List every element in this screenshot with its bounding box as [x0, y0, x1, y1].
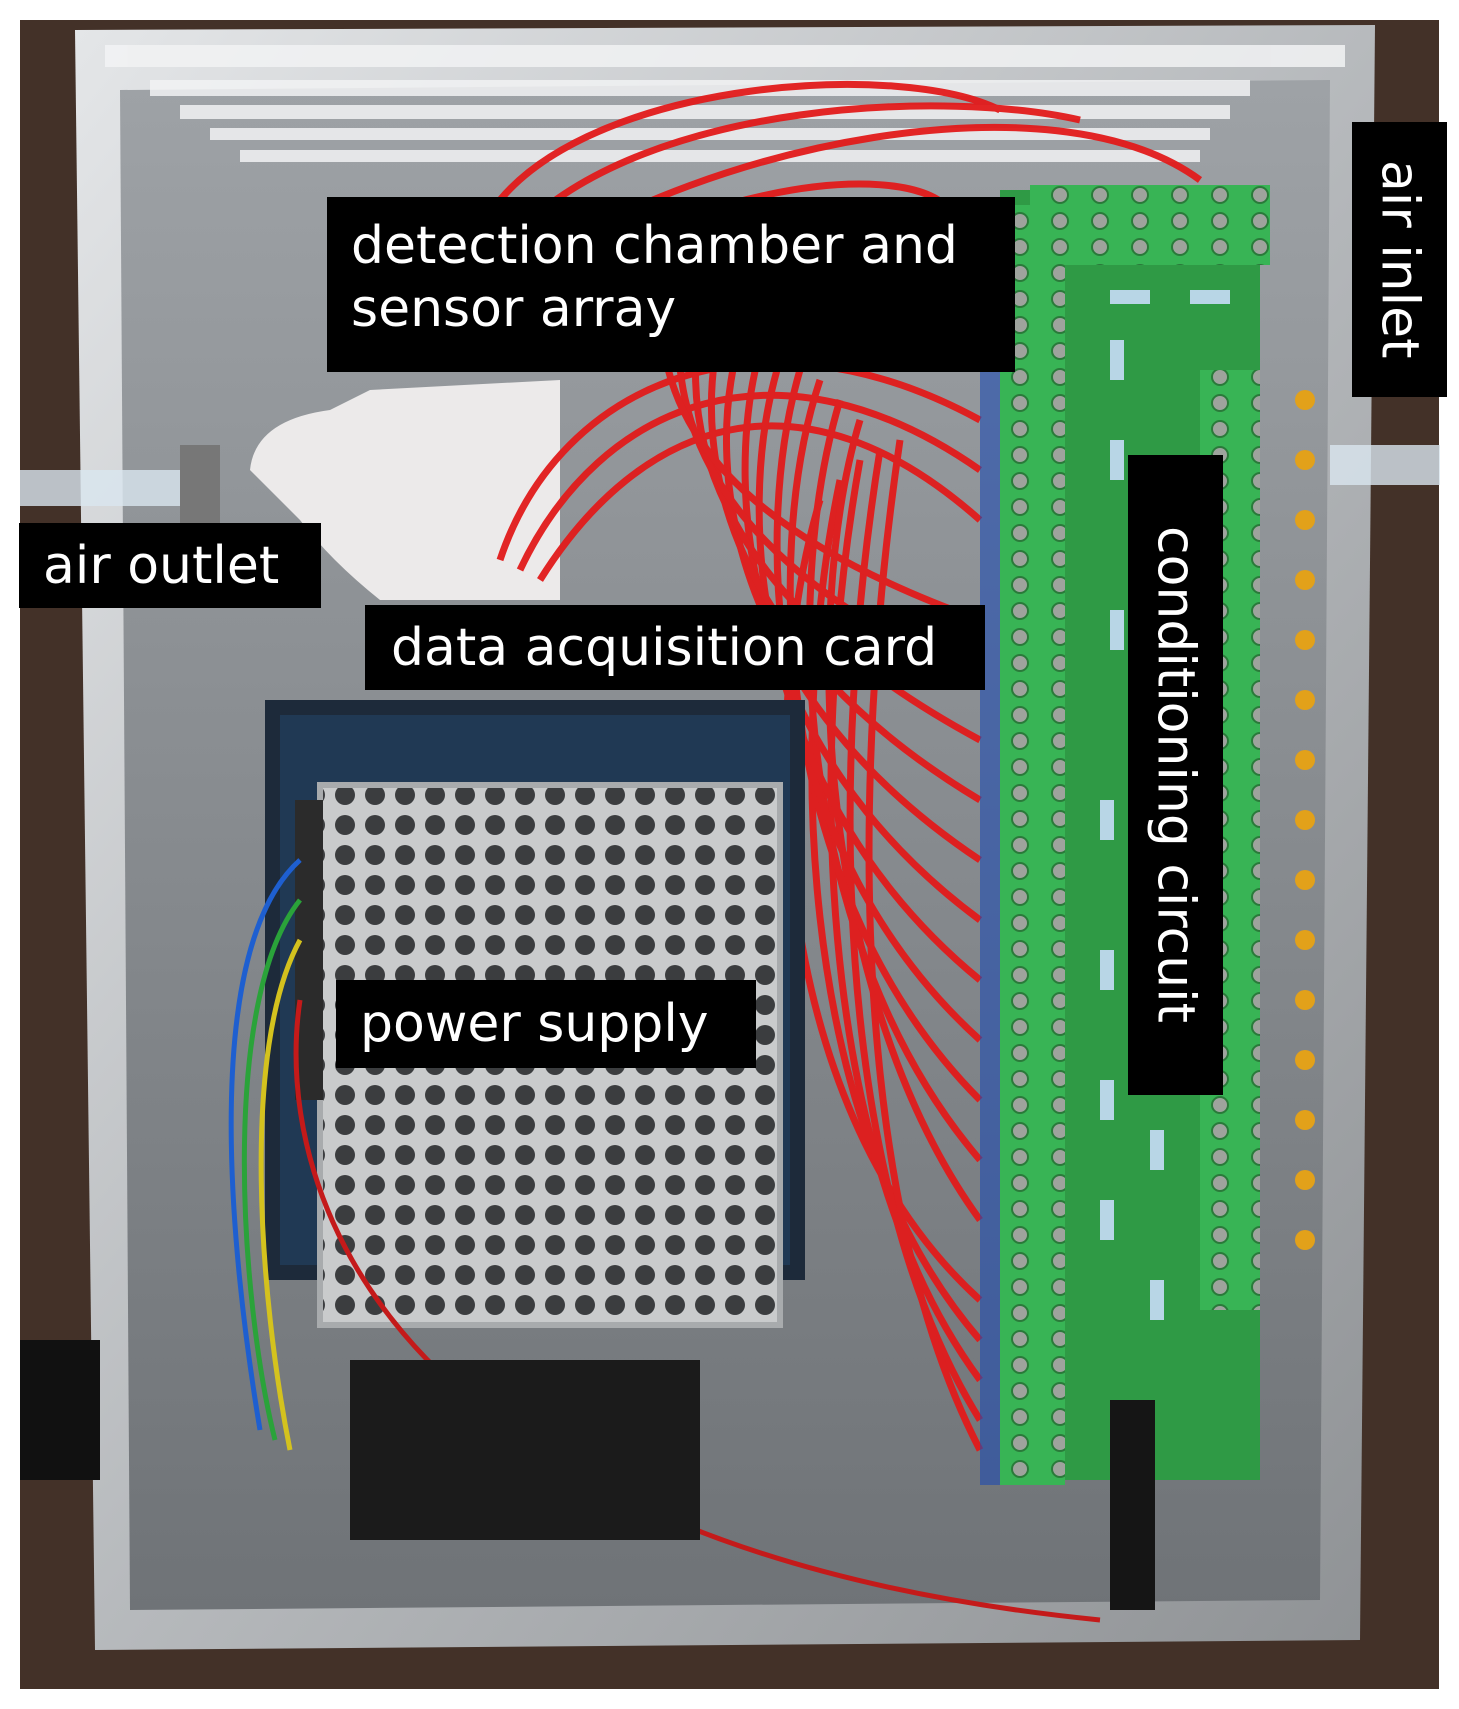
label-air-inlet: air inlet — [1352, 122, 1447, 397]
label-air-outlet: air outlet — [19, 523, 321, 608]
label-detection-chamber: detection chamber and sensor array — [327, 197, 1015, 372]
label-data-acquisition-card: data acquisition card — [365, 605, 985, 690]
label-conditioning-circuit: conditioning circuit — [1128, 455, 1223, 1095]
label-power-supply: power supply — [336, 980, 756, 1068]
